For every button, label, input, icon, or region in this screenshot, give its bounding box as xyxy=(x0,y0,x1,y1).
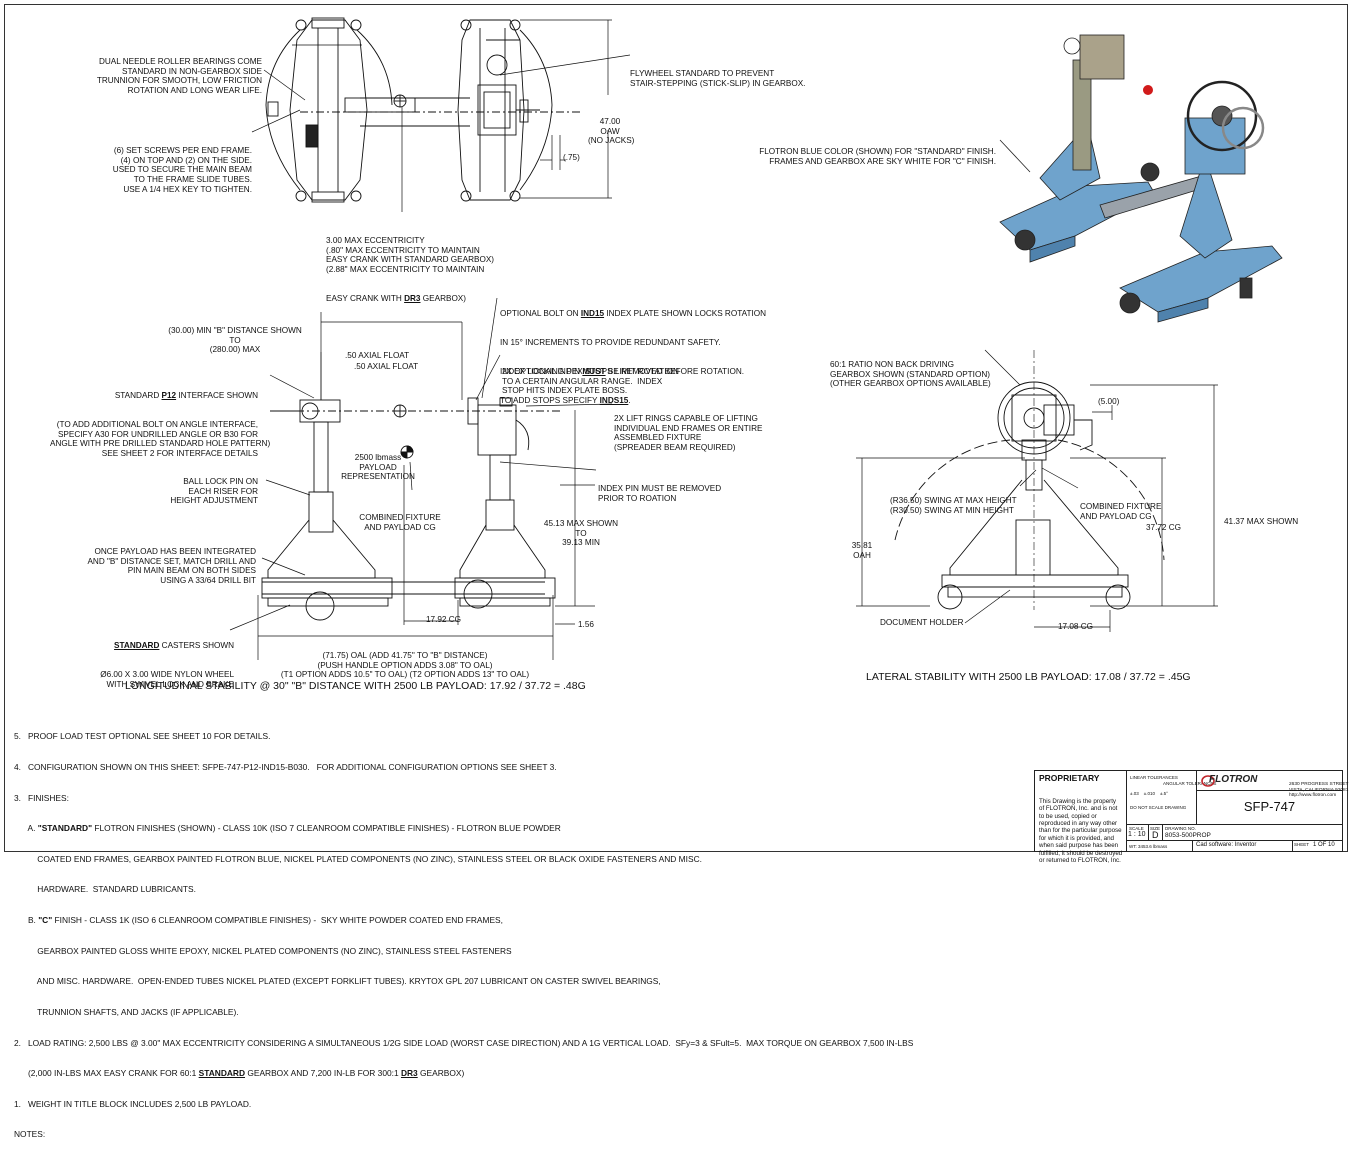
dim-500: (5.00) xyxy=(1098,397,1120,406)
optional-bolt-note: OPTIONAL BOLT ON IND15 INDEX PLATE SHOWN… xyxy=(500,309,767,405)
top-view-dims xyxy=(251,19,631,212)
general-notes: 5. PROOF LOAD TEST OPTIONAL SEE SHEET 10… xyxy=(14,731,914,1140)
size-value: D xyxy=(1152,830,1159,840)
proprietary-box: PROPRIETARY This Drawing is the property… xyxy=(1035,771,1127,864)
scale-value: 1 : 10 xyxy=(1128,831,1146,838)
front-view-right-frame xyxy=(454,397,556,609)
axial-float-2: .50 AXIAL FLOAT xyxy=(354,362,419,371)
drawing-number-box: DRAWING NO. 8053-500PROP xyxy=(1163,825,1342,841)
lateral-stability: LATERAL STABILITY WITH 2500 LB PAYLOAD: … xyxy=(866,671,1191,683)
top-view-left-frame xyxy=(265,17,416,203)
dim-156: 1.56 xyxy=(578,620,594,629)
set-screws-note: (6) SET SCREWS PER END FRAME.(4) ON TOP … xyxy=(112,146,252,194)
front-view-left-frame xyxy=(261,352,393,621)
cad-box: Cad software: Inventor xyxy=(1193,841,1293,851)
longitudinal-stability: LONGITUDINAL STABILITY @ 30" "B" DISTANC… xyxy=(125,680,586,692)
tolerance-box: LINEAR TOLERANCES ANGULAR TOLERANCES ±.0… xyxy=(1127,771,1216,825)
drawing-border xyxy=(4,4,1348,852)
flotron-logo-text: FLOTRON xyxy=(1209,774,1258,785)
top-view-main-beam xyxy=(300,94,580,127)
oal-dim: (71.75) OAL (ADD 41.75" TO "B" DISTANCE)… xyxy=(280,651,530,680)
drawing-number: 8053-500PROP xyxy=(1165,832,1211,839)
side-view-dims xyxy=(856,349,1218,632)
scale-box: SCALE 1 : 10 xyxy=(1127,825,1149,841)
title-block: PROPRIETARY This Drawing is the property… xyxy=(1034,770,1348,864)
cg-1708-dim: 17.08 CG xyxy=(1058,622,1094,631)
cad-software: Cad software: Inventor xyxy=(1196,842,1257,848)
drawing-title: SFP-747 xyxy=(1243,799,1296,814)
front-view-main-beam xyxy=(262,404,560,595)
top-view-right-frame xyxy=(457,19,553,202)
cg-3772-dim: 37.72 CG xyxy=(1146,523,1182,532)
swing-note: (R36.50) SWING AT MAX HEIGHT(R30.50) SWI… xyxy=(890,496,1017,515)
drawing-title-box: SFP-747 xyxy=(1197,791,1342,825)
cg-1792-dim: 17.92 CG xyxy=(426,615,462,624)
casters-note: STANDARD CASTERS SHOWN Ø6.00 X 3.00 WIDE… xyxy=(100,641,234,689)
weight-box: WT: 3453.6 lbmass xyxy=(1127,841,1193,851)
eccentricity-note: 3.00 MAX ECCENTRICITY(.80" MAX ECCENTRIC… xyxy=(326,236,495,303)
drawing-linework xyxy=(229,17,1283,660)
dim-075: (.75) xyxy=(563,153,580,162)
max-4137-dim: 41.37 MAX SHOWN xyxy=(1224,517,1299,526)
proprietary-heading: PROPRIETARY xyxy=(1039,773,1100,783)
front-view-dims xyxy=(229,297,613,660)
axial-float-1: .50 AXIAL FLOAT xyxy=(345,351,410,360)
sheet-number: 1 OF 10 xyxy=(1313,842,1335,848)
interface-note: STANDARD P12 INTERFACE SHOWN (TO ADD ADD… xyxy=(50,391,271,458)
document-holder-note: DOCUMENT HOLDER xyxy=(880,618,964,627)
iso-color-note: FLOTRON BLUE COLOR (SHOWN) FOR "STANDARD… xyxy=(759,147,996,166)
sheet-box: SHEET 1 OF 10 xyxy=(1294,842,1335,848)
size-box: SIZE D xyxy=(1149,825,1163,841)
side-view xyxy=(894,350,1165,610)
iso-view xyxy=(999,34,1283,323)
flotron-logo-icon xyxy=(1201,775,1215,787)
